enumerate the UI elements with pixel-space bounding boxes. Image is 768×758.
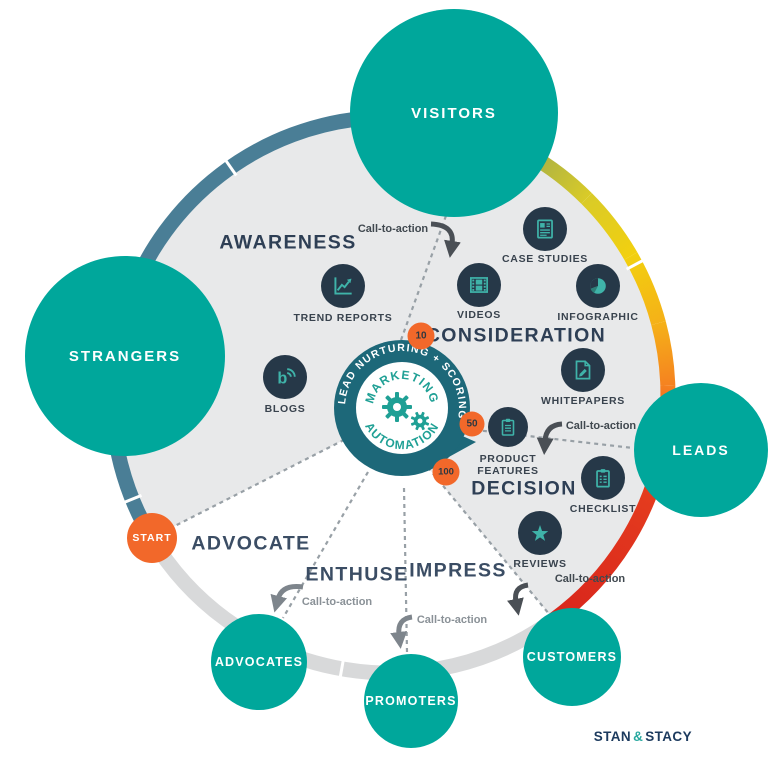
content-node-product-features [488,407,528,447]
dashed-line-promoters [402,487,409,653]
audience-circle-visitors: VISITORS [350,9,558,217]
cta-arrow-advocates [270,584,304,613]
audience-label-strangers: STRANGERS [68,347,182,365]
score-badge-100: 100 [432,458,460,486]
content-label-reviews: REVIEWS [513,558,567,570]
content-label-infographic: INFOGRAPHIC [557,311,639,323]
stage-label-awareness: AWARENESS [219,231,357,254]
audience-circle-customers: CUSTOMERS [523,608,621,706]
content-label-case-studies: CASE STUDIES [502,253,588,265]
score-badge-50: 50 [459,411,485,437]
content-node-videos [457,263,501,307]
content-label-videos: VIDEOS [457,309,501,321]
stan-stacy-logo: STAN&STACY [594,729,692,744]
cta-arrow-visitors [430,221,461,258]
cta-arrow-promoters [390,614,413,649]
score-badge-100-value: 100 [438,466,454,478]
cta-label-customers: Call-to-action [554,573,626,585]
audience-circle-advocates: ADVOCATES [211,614,307,710]
stage-label-impress: IMPRESS [409,559,507,582]
product-features-line2: FEATURES [477,465,539,477]
content-node-checklist [581,456,625,500]
cta-arrow-leads [536,421,563,455]
content-node-blogs: b [263,355,307,399]
stage-label-enthuse: ENTHUSE [305,563,409,586]
content-label-whitepapers: WHITEPAPERS [541,395,625,407]
checklist-icon [596,469,610,488]
pie-chart-icon [590,278,606,294]
gear-icon [382,392,430,431]
score-badge-10-value: 10 [415,330,427,342]
cta-label-advocates: Call-to-action [301,596,373,608]
cta-label-leads: Call-to-action [565,420,637,432]
cta-label-promoters: Call-to-action [416,614,488,626]
product-features-line1: PRODUCT [479,453,537,465]
audience-label-customers: CUSTOMERS [526,650,618,664]
audience-circle-promoters: PROMOTERS [364,654,458,748]
audience-circle-leads: LEADS [634,383,768,517]
score-badge-50-value: 50 [466,418,478,430]
svg-text:b: b [277,370,287,388]
content-node-case-studies [523,207,567,251]
cta-label-visitors: Call-to-action [357,223,429,235]
star-icon [531,524,549,541]
trend-chart-icon [334,277,352,295]
content-label-trend-reports: TREND REPORTS [293,312,393,324]
whitepaper-pencil-icon [575,360,591,380]
case-study-document-icon [537,219,553,239]
audience-label-leads: LEADS [672,442,730,458]
ring-segment-notches [121,157,646,680]
content-node-reviews [518,511,562,555]
cta-arrows [270,221,563,649]
film-strip-icon [470,277,488,293]
center-badge: LEAD NURTURING + SCORING MARKETING AUTOM… [334,340,476,476]
cta-arrow-customers [507,582,529,616]
score-badge-10: 10 [407,322,435,350]
audience-label-promoters: PROMOTERS [365,694,457,708]
content-node-whitepapers [561,348,605,392]
start-badge: START [127,513,177,563]
logo-ampersand: & [633,729,644,744]
clipboard-icon [501,418,515,436]
dashed-line-visitors [399,212,449,341]
audience-label-visitors: VISITORS [411,104,497,122]
content-label-product-features: PRODUCT FEATURES [477,453,538,477]
audience-label-advocates: ADVOCATES [214,655,304,669]
content-label-blogs: BLOGS [264,403,306,415]
logo-stan: STAN [593,729,632,744]
stage-label-consideration: CONSIDERATION [425,324,607,347]
stage-label-advocate: ADVOCATE [191,532,311,555]
content-label-checklist: CHECKLIST [569,503,637,515]
audience-circle-strangers: STRANGERS [25,256,225,456]
content-node-infographic [576,264,620,308]
logo-stacy: STACY [645,729,692,744]
ring-gray-segment [145,534,558,681]
stage-label-decision: DECISION [471,477,577,500]
content-node-trend-reports [321,264,365,308]
start-badge-label: START [132,532,172,544]
blog-icon: b [277,368,296,388]
